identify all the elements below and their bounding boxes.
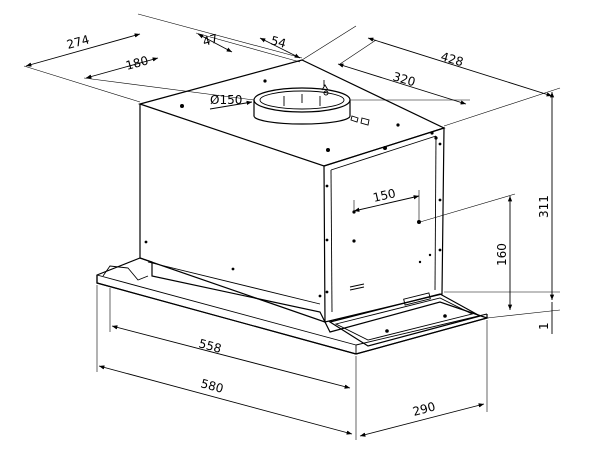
label-274: 274 [65, 32, 91, 51]
extension-lines [23, 13, 561, 440]
top-face-details [180, 79, 438, 152]
label-47: 47 [201, 31, 219, 48]
label-54: 54 [269, 33, 287, 50]
label-428: 428 [439, 49, 465, 69]
label-dia150: Ø150 [210, 93, 242, 107]
outlet-spigot [253, 80, 351, 125]
label-160: 160 [495, 243, 509, 266]
front-face [323, 127, 445, 323]
label-558: 558 [197, 336, 223, 355]
bottom-frame [96, 257, 490, 355]
label-311: 311 [537, 195, 551, 218]
dimension-lines [25, 33, 555, 437]
label-580: 580 [199, 376, 225, 395]
dimension-labels: 274 180 47 54 428 320 Ø150 150 311 160 1… [65, 31, 551, 418]
label-1: 1 [537, 322, 551, 330]
label-290: 290 [411, 399, 437, 418]
hood-body [137, 59, 446, 323]
label-320: 320 [391, 69, 417, 89]
label-150: 150 [372, 186, 397, 205]
label-180: 180 [124, 53, 150, 72]
front-face-details [144, 142, 442, 298]
